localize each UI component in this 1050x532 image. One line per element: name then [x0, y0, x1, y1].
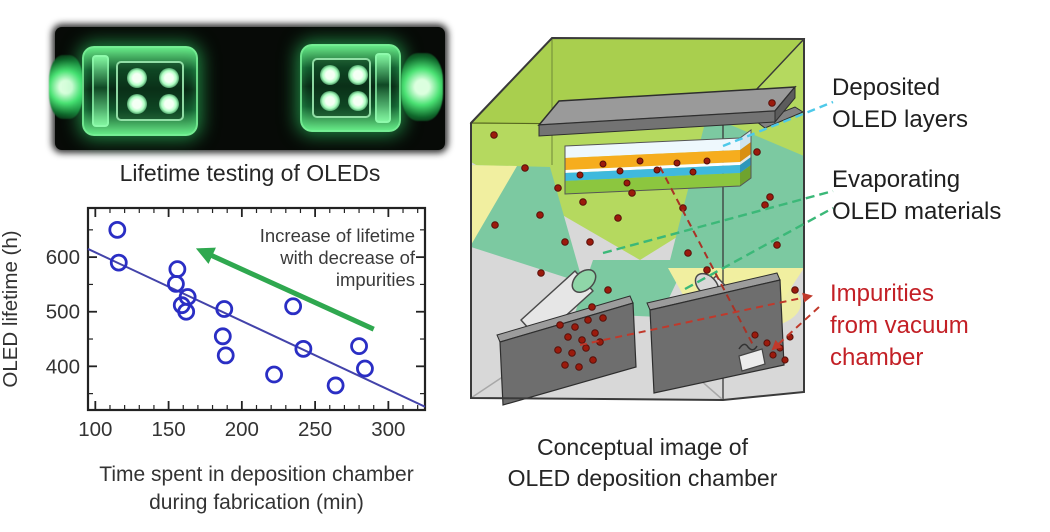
svg-text:600: 600	[46, 246, 80, 269]
svg-text:Time spent in deposition chamb: Time spent in deposition chamber	[99, 463, 413, 486]
oled-pixel	[159, 68, 179, 88]
label-evaporating-oled-materials: Evaporating OLED materials	[832, 164, 1001, 228]
chamber-outline	[470, 36, 805, 402]
leader-evaporating-b	[684, 206, 834, 291]
oled-device-left-panel	[116, 61, 184, 121]
label-line: from vacuum	[830, 312, 969, 339]
oled-pixel	[348, 65, 368, 85]
label-line: Evaporating	[832, 166, 961, 193]
svg-text:with decrease of: with decrease of	[279, 247, 416, 268]
svg-text:500: 500	[46, 301, 80, 324]
stack-impurity-dots	[576, 157, 711, 187]
substrate-plate	[537, 85, 805, 137]
oled-device-partial-left	[49, 55, 83, 119]
oled-pixel	[159, 94, 179, 114]
oled-pixel	[320, 65, 340, 85]
label-deposited-oled-layers: Deposited OLED layers	[832, 72, 968, 136]
oled-pixel	[127, 94, 147, 114]
svg-text:Increase of lifetime: Increase of lifetime	[260, 225, 415, 246]
oled-device-left	[82, 46, 198, 136]
diagram-caption-line: Conceptual image of	[537, 434, 748, 460]
svg-text:300: 300	[371, 418, 405, 441]
svg-text:100: 100	[78, 418, 112, 441]
leader-deposited-layers	[722, 100, 834, 148]
svg-text:150: 150	[151, 418, 185, 441]
svg-text:250: 250	[298, 418, 332, 441]
oled-device-right	[300, 44, 401, 132]
leader-evaporating-a	[602, 189, 834, 255]
oled-device-partial-right	[401, 53, 443, 121]
leader-impurities-cluster	[579, 292, 813, 346]
label-line: Impurities	[830, 280, 935, 307]
label-line: chamber	[830, 344, 924, 371]
oled-stack	[564, 129, 752, 195]
diagram-caption-line: OLED deposition chamber	[507, 465, 778, 491]
svg-text:OLED lifetime (h): OLED lifetime (h)	[0, 230, 22, 387]
oled-device-right-connector	[375, 53, 391, 123]
oled-pixel	[348, 91, 368, 111]
oled-pixel	[320, 91, 340, 111]
evaporation-source-left	[496, 269, 637, 406]
svg-text:200: 200	[225, 418, 259, 441]
label-line: OLED layers	[832, 106, 969, 133]
svg-text:during fabrication (min): during fabrication (min)	[149, 491, 364, 514]
diagram-caption: Conceptual image of OLED deposition cham…	[455, 432, 830, 494]
plume-yellow-left	[471, 165, 517, 245]
oled-device-left-connector	[92, 55, 109, 127]
oled-device-right-panel	[312, 58, 371, 118]
photo-caption: Lifetime testing of OLEDs	[119, 160, 381, 186]
deposition-chamber-illustration	[469, 36, 834, 406]
oled-pixel	[127, 68, 147, 88]
svg-text:400: 400	[46, 355, 80, 378]
svg-text:impurities: impurities	[336, 269, 415, 290]
oled-lifetime-photo	[49, 27, 445, 150]
label-impurities-from-vacuum-chamber: Impurities from vacuum chamber	[830, 278, 969, 374]
label-line: Deposited	[832, 74, 941, 101]
leader-impurities-valve	[771, 306, 820, 351]
label-line: OLED materials	[832, 198, 1002, 225]
leader-impurities-stack	[659, 166, 754, 346]
vacuum-leak-valve	[738, 343, 766, 372]
